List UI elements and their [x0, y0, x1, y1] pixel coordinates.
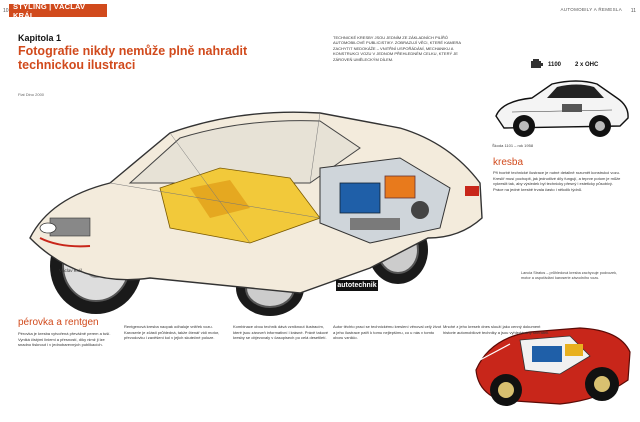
intro-text: Technické kresby jsou jedním ze základní…	[333, 35, 461, 62]
race-car-illustration	[475, 327, 631, 406]
cutaway-car-illustration	[29, 111, 483, 316]
engine-code-a: 1100	[548, 62, 562, 68]
page-number-left: 10	[3, 8, 9, 14]
section-title-kresba: kresba	[493, 157, 524, 168]
body-column-2: Rentgenová kresba naopak odhaluje vnitře…	[124, 324, 220, 340]
page-number-right: 11	[630, 8, 636, 14]
engine-icon	[531, 59, 543, 68]
body-column-4: Autor těchto prací se technickému kresle…	[333, 324, 442, 340]
body-column-1: Pérovka je kresba vytvořená převážně per…	[18, 331, 111, 347]
small-car-caption: Škoda 1101 – rok 1958	[492, 143, 534, 148]
artist-signature: Václav Král	[59, 268, 82, 273]
autotechnik-logo: autotechnik	[336, 280, 378, 291]
section-label: STYLING | VÁCLAV KRÁL	[13, 1, 86, 20]
section-label-bar: STYLING | VÁCLAV KRÁL	[9, 1, 107, 20]
chapter-title: Fotografie nikdy nemůže plně nahradit te…	[18, 44, 248, 72]
autotechnik-logo-text: autotechnik	[337, 282, 377, 289]
engine-code-b: 2 x OHC	[575, 62, 599, 68]
kresba-text: Při tvorbě technické ilustrace je nutné …	[493, 170, 621, 192]
chapter-label: Kapitola 1	[18, 33, 62, 43]
body-column-3: Kombinace obou technik dává vzniknout il…	[233, 324, 329, 340]
body-column-5: Mnohé z jeho kreseb dnes slouží jako cen…	[443, 324, 550, 335]
small-car-drawing	[495, 80, 629, 137]
photo-caption: Lancia Stratos – průhledová kresba zachy…	[521, 271, 618, 280]
illustration-subject: Fiat Dino 2000	[18, 92, 45, 97]
section-title-peravka: pérovka a rentgen	[18, 317, 99, 328]
running-head-right: AUTOMOBILY A ŘEMESLA	[560, 7, 622, 12]
